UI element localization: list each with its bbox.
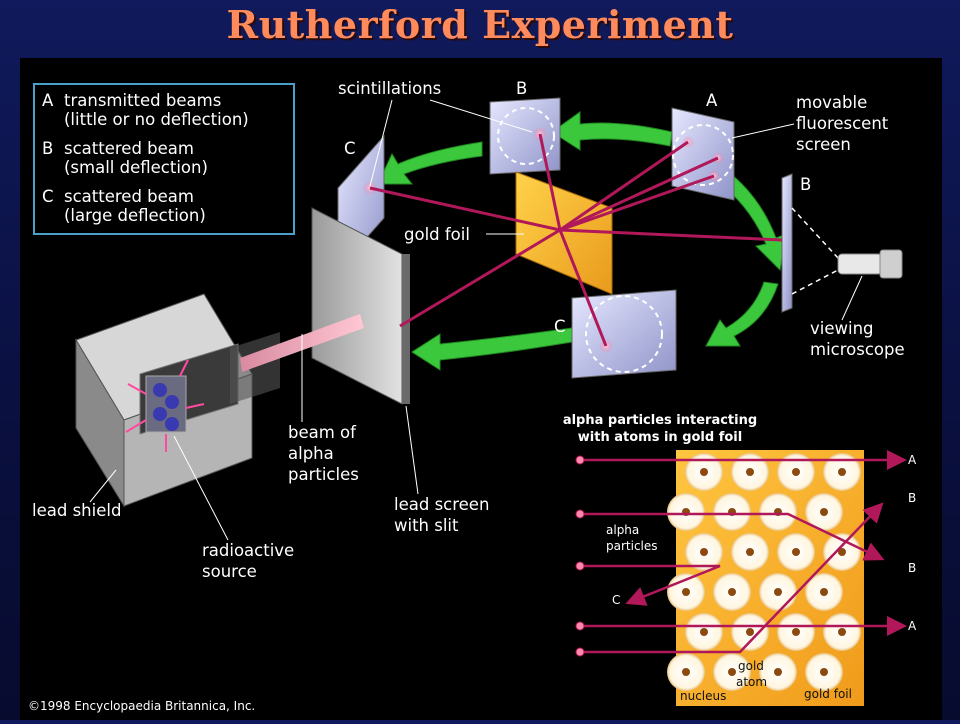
label-movable-1: movable (796, 93, 867, 112)
legend-c-line1: scattered beam (64, 187, 194, 206)
label-beam-3: particles (288, 465, 359, 484)
atom-nucleus (820, 668, 828, 676)
legend-b-line1: scattered beam (64, 139, 194, 158)
atom-nucleus (700, 548, 708, 556)
atom-nucleus (728, 668, 736, 676)
atoms-inset: alpha particles interacting with atoms i… (563, 413, 917, 706)
microscope-sightline-2 (791, 269, 839, 295)
label-radioactive: radioactive (202, 541, 294, 560)
label-beam-2: alpha (288, 444, 334, 463)
label-screen-b-right: B (800, 175, 811, 194)
legend-a-letter: A (42, 91, 54, 110)
legend-c-letter: C (42, 187, 54, 206)
gold-foil-sheet (515, 171, 613, 295)
inset-out-a2: A (908, 619, 917, 633)
inset-out-c: C (612, 593, 620, 607)
label-gold-foil: gold foil (404, 225, 470, 244)
inset-gold-foil: gold foil (804, 687, 852, 701)
screen-b-top (489, 97, 561, 175)
slide-title: Rutherford Experiment (226, 2, 734, 47)
label-scintillations: scintillations (338, 79, 441, 98)
atom-nucleus (792, 548, 800, 556)
legend-a-line2: (little or no deflection) (64, 110, 249, 129)
label-screen-a-top: A (706, 91, 718, 110)
atom-nucleus (820, 588, 828, 596)
label-lead-shield: lead shield (32, 501, 121, 520)
label-lead-screen-1: lead screen (394, 495, 489, 514)
label-microscope: microscope (810, 340, 905, 359)
label-lead-screen-2: with slit (394, 516, 459, 535)
inset-alpha-1: alpha (606, 523, 639, 537)
label-screen-c-left: C (344, 139, 356, 158)
alpha-beams (369, 133, 783, 347)
legend-c-line2: (large deflection) (64, 206, 206, 225)
label-viewing: viewing (810, 319, 874, 338)
label-beam-1: beam of (288, 423, 357, 442)
label-movable-3: screen (796, 135, 851, 154)
radioactive-source (125, 359, 205, 452)
label-screen-b-top: B (516, 79, 527, 98)
atom-nucleus (682, 668, 690, 676)
experiment-diagram: A transmitted beams (little or no deflec… (20, 58, 942, 720)
screen-b-right (781, 173, 793, 313)
legend-box: A transmitted beams (little or no deflec… (33, 83, 295, 235)
atom-nucleus (838, 548, 846, 556)
microscope-sightline (791, 207, 839, 259)
inset-gold-atom-2: atom (736, 675, 767, 689)
label-source: source (202, 562, 257, 581)
atom-nucleus (820, 508, 828, 516)
atom-nucleus (792, 628, 800, 636)
atom-nucleus (746, 548, 754, 556)
atom-nucleus (838, 628, 846, 636)
diagram-canvas: A transmitted beams (little or no deflec… (28, 79, 917, 713)
inset-out-a1: A (908, 453, 917, 467)
lead-screen (311, 207, 410, 405)
atom-nucleus (774, 668, 782, 676)
screen-c-bottom (571, 289, 677, 379)
rotation-arrows (377, 111, 787, 371)
inset-title-1: alpha particles interacting (563, 413, 757, 428)
lead-shield-box (75, 293, 280, 508)
atom-nucleus (838, 468, 846, 476)
legend-b-letter: B (42, 139, 53, 158)
inset-alpha-2: particles (606, 539, 658, 553)
atom-nucleus (728, 588, 736, 596)
inset-title-2: with atoms in gold foil (578, 430, 742, 445)
atom-nucleus (774, 588, 782, 596)
inset-nucleus: nucleus (680, 689, 726, 703)
credit-line: ©1998 Encyclopaedia Britannica, Inc. (28, 699, 255, 713)
atom-nucleus (700, 468, 708, 476)
label-screen-c-bottom: C (554, 317, 566, 336)
inset-gold-atom-1: gold (738, 659, 764, 673)
label-movable-2: fluorescent (796, 114, 889, 133)
inset-out-b2: B (908, 561, 916, 575)
atom-nucleus (682, 588, 690, 596)
atom-nucleus (746, 628, 754, 636)
legend-b-line2: (small deflection) (64, 158, 208, 177)
atom-nucleus (746, 468, 754, 476)
inset-out-b1: B (908, 491, 916, 505)
gold-atoms (667, 453, 861, 691)
legend-a-line1: transmitted beams (64, 91, 221, 110)
atom-nucleus (792, 468, 800, 476)
microscope-icon (837, 249, 903, 279)
atom-nucleus (700, 628, 708, 636)
